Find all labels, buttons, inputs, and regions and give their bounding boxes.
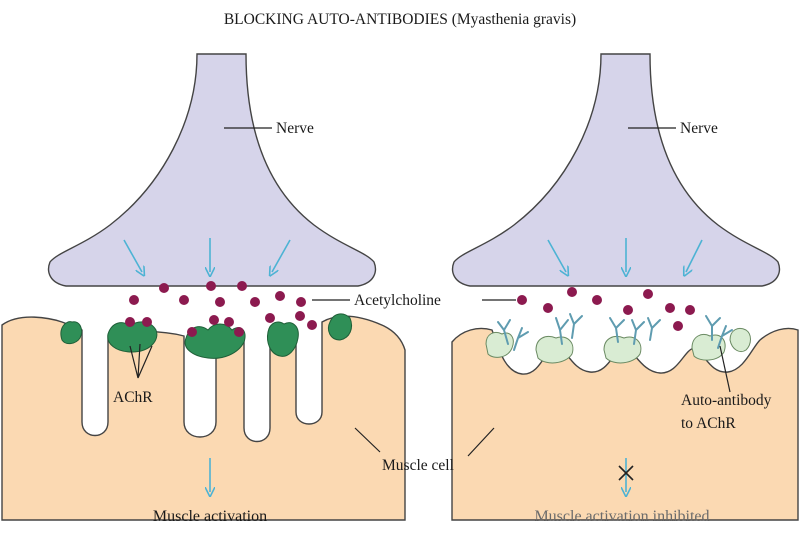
acetylcholine-molecule <box>567 287 577 297</box>
release-arrows <box>123 238 703 272</box>
achr-leader <box>129 343 153 379</box>
muscle-activation-label: Muscle activation <box>153 508 267 525</box>
release-arrow <box>123 239 142 272</box>
acetylcholine-molecule <box>673 321 683 331</box>
acetylcholine-molecule <box>209 315 219 325</box>
acetylcholine-molecule <box>237 281 247 291</box>
release-arrow <box>272 239 291 272</box>
acetylcholine-label: Acetylcholine <box>354 292 441 309</box>
achr-receptors-active <box>60 313 353 359</box>
acetylcholine-molecule <box>643 289 653 299</box>
acetylcholine-molecule <box>159 283 169 293</box>
release-arrow <box>686 239 703 272</box>
acetylcholine-molecule <box>215 297 225 307</box>
antibody-icon <box>717 325 733 349</box>
auto-antibodies <box>497 313 733 351</box>
acetylcholine-molecule <box>125 317 135 327</box>
achr-receptor <box>327 313 353 341</box>
antibody-icon <box>513 327 529 351</box>
nerve-terminal-left <box>47 53 377 287</box>
acetylcholine-molecule <box>592 295 602 305</box>
leader-lines <box>129 127 731 457</box>
acetylcholine-molecule <box>179 295 189 305</box>
acetylcholine-molecule <box>295 311 305 321</box>
auto-antibody-label: Auto-antibody <box>681 392 772 409</box>
acetylcholine-molecule <box>517 295 527 305</box>
release-arrow <box>547 239 566 272</box>
acetylcholine-molecule <box>206 281 216 291</box>
acetylcholine-molecules <box>125 281 695 337</box>
muscle-cell-leader <box>354 427 495 457</box>
auto-antibody-target-label: to AChR <box>681 415 736 432</box>
achr-receptor-blocked <box>603 336 642 364</box>
acetylcholine-molecule <box>543 303 553 313</box>
acetylcholine-molecule <box>129 295 139 305</box>
acetylcholine-molecule <box>224 317 234 327</box>
antibody-icon <box>497 319 511 345</box>
diagram-title: BLOCKING AUTO-ANTIBODIES (Myasthenia gra… <box>224 11 576 28</box>
acetylcholine-molecule <box>234 327 244 337</box>
acetylcholine-molecule <box>265 313 275 323</box>
muscle-activation-inhibited-label: Muscle activation inhibited <box>534 508 709 525</box>
antibody-icon <box>569 313 583 339</box>
achr-receptor <box>107 321 158 353</box>
achr-receptor-blocked <box>691 334 726 361</box>
antibody-icon <box>647 317 661 341</box>
nerve-label-left: Nerve <box>276 120 314 137</box>
acetylcholine-molecule <box>307 320 317 330</box>
muscle-cell-label: Muscle cell <box>382 457 454 474</box>
acetylcholine-molecule <box>187 327 197 337</box>
achr-receptor-blocked <box>535 336 574 364</box>
achr-label: AChR <box>113 389 153 406</box>
achr-receptors-blocked <box>485 327 751 364</box>
acetylcholine-molecule <box>296 297 306 307</box>
acetylcholine-molecule <box>275 291 285 301</box>
achr-receptor <box>60 321 83 345</box>
achr-receptor <box>267 321 299 357</box>
activation-arrows <box>210 458 626 492</box>
block-cross-icon <box>618 465 634 481</box>
acetylcholine-molecule <box>685 305 695 315</box>
acetylcholine-molecule <box>142 317 152 327</box>
achr-receptor-blocked <box>485 331 514 358</box>
antibody-icon <box>555 317 569 345</box>
antibody-icon <box>609 317 625 343</box>
antibody-leader <box>719 345 731 393</box>
acetylcholine-molecule <box>250 297 260 307</box>
antibody-icon <box>705 315 721 341</box>
nerve-terminal-right <box>451 53 781 287</box>
achr-receptor-blocked <box>729 327 751 353</box>
nerve-label-right: Nerve <box>680 120 718 137</box>
acetylcholine-molecule <box>623 305 633 315</box>
acetylcholine-molecule <box>665 303 675 313</box>
antibody-icon <box>631 319 645 345</box>
